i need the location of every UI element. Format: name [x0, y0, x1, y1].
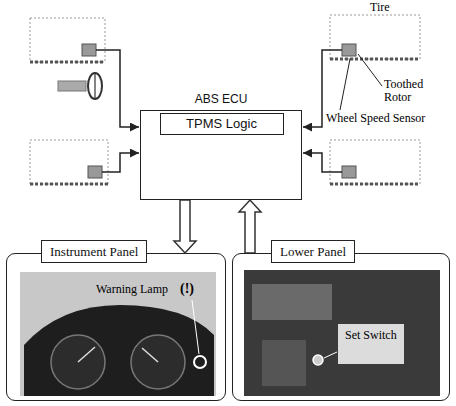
gauge [131, 335, 185, 389]
leader-line [324, 352, 337, 358]
part-label: Toothed Rotor [384, 78, 446, 104]
tire-tread [330, 183, 420, 186]
block-arrow [239, 200, 261, 253]
sensor-wire [303, 153, 342, 172]
wheel-speed-sensor [342, 44, 356, 56]
cluster [24, 305, 214, 396]
box-heading: Instrument Panel [41, 240, 147, 263]
box-heading: Lower Panel [271, 240, 355, 263]
wheel-speed-sensor [342, 166, 356, 178]
box-heading: TPMS Logic [186, 116, 257, 131]
wheel-speed-sensor [88, 166, 102, 178]
label-patch [338, 324, 404, 364]
steering-wheel [58, 73, 102, 99]
tire-tread [330, 58, 420, 61]
tire-outline [330, 140, 420, 184]
tire [30, 18, 105, 62]
leader-line [358, 54, 382, 86]
warning-lamp [194, 356, 206, 368]
tire [30, 140, 108, 184]
tire-tread [30, 183, 108, 186]
ecu-box: ABS ECUTPMS Logic [140, 110, 302, 200]
leader-line [340, 59, 350, 110]
dash-part [262, 340, 306, 386]
lower-panel-photo [244, 270, 440, 396]
panel-box: Lower Panel [232, 253, 450, 401]
set-switch [313, 355, 323, 365]
box-heading: ABS ECU [195, 92, 248, 106]
tire-outline [30, 140, 108, 184]
gauge [51, 335, 105, 389]
sensor-wires [96, 50, 342, 172]
leader-line [192, 300, 199, 354]
part-label: Tire [370, 1, 390, 14]
steering-spoke [94, 74, 95, 98]
tire-outline [30, 18, 105, 62]
logic-box: TPMS Logic [160, 113, 284, 135]
part-label: Set Switch [345, 329, 397, 342]
sensor-wire [102, 153, 139, 172]
part-label: Warning Lamp [96, 283, 168, 296]
dash-part [252, 284, 332, 320]
instrument-cluster-photo [20, 272, 216, 396]
part-label: Wheel Speed Sensor [326, 112, 425, 125]
block-arrow [174, 200, 196, 253]
steering-column [58, 81, 86, 91]
steering-rim [88, 73, 102, 99]
sensor-wire [96, 50, 139, 127]
tire-outline [330, 15, 420, 59]
tire [330, 140, 420, 184]
tire-tread [30, 61, 105, 64]
needle [78, 347, 95, 362]
photo-ground [244, 270, 440, 396]
needle [142, 348, 158, 362]
warning-symbol: (!) [180, 282, 194, 295]
photo-ground [20, 272, 216, 396]
tire [330, 15, 420, 59]
panel-box: Instrument Panel [6, 253, 226, 401]
wheel-speed-sensor [82, 44, 96, 56]
